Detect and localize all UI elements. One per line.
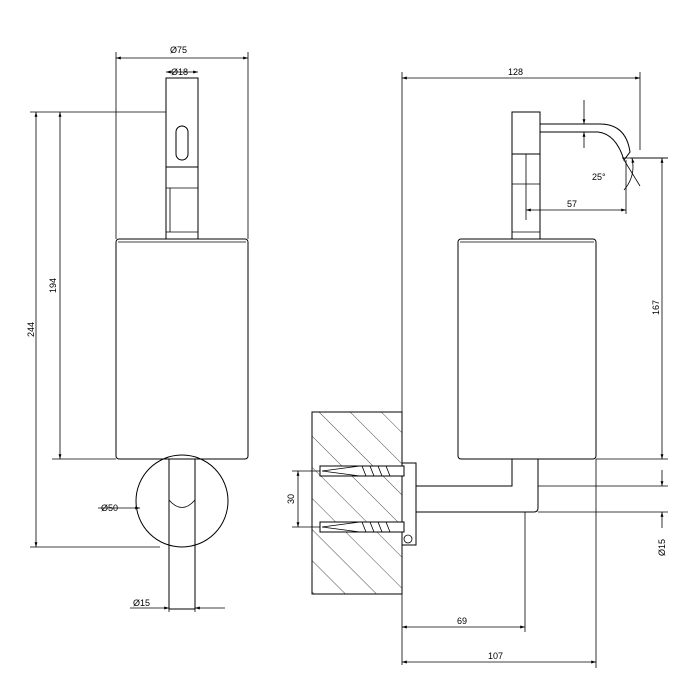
wall-rosette [135,454,229,548]
pump-head-side [511,111,541,155]
dim-side-wall-to-axis: 69 [457,616,467,626]
dim-front-height-body: 194 [48,278,58,293]
dim-front-rosette-diameter: Ø50 [101,503,118,513]
screw-upper [319,465,405,477]
spout [540,123,631,162]
dim-front-arm-diameter: Ø15 [133,598,150,608]
screw-lower [319,521,405,533]
wall-section [311,411,403,595]
dim-side-arm-diameter: Ø15 [657,539,667,556]
dim-front-height-total: 244 [26,322,36,337]
dim-front-spout-diameter: Ø18 [171,67,188,77]
dim-side-spout-reach: 57 [567,199,577,209]
dim-side-screw-spacing: 30 [286,494,296,504]
pump-head [165,77,199,168]
dim-front-outer-diameter: Ø75 [170,45,187,55]
container-body-side [457,238,597,460]
wall-plate [401,462,417,546]
dim-side-wall-to-front: 107 [488,651,503,661]
dim-side-width-total: 128 [508,67,523,77]
front-view: Ø75 Ø18 244 194 Ø50 Ø15 [26,45,249,612]
dim-side-height-body: 167 [651,300,661,315]
pump-stem [165,166,199,240]
wall-arm-front [168,458,196,610]
wall-arm-side [416,458,539,513]
container-body [115,238,249,460]
side-view: 128 25° 57 167 30 Ø15 69 [286,67,668,668]
dim-side-angle: 25° [592,172,606,182]
nozzle [175,125,189,161]
